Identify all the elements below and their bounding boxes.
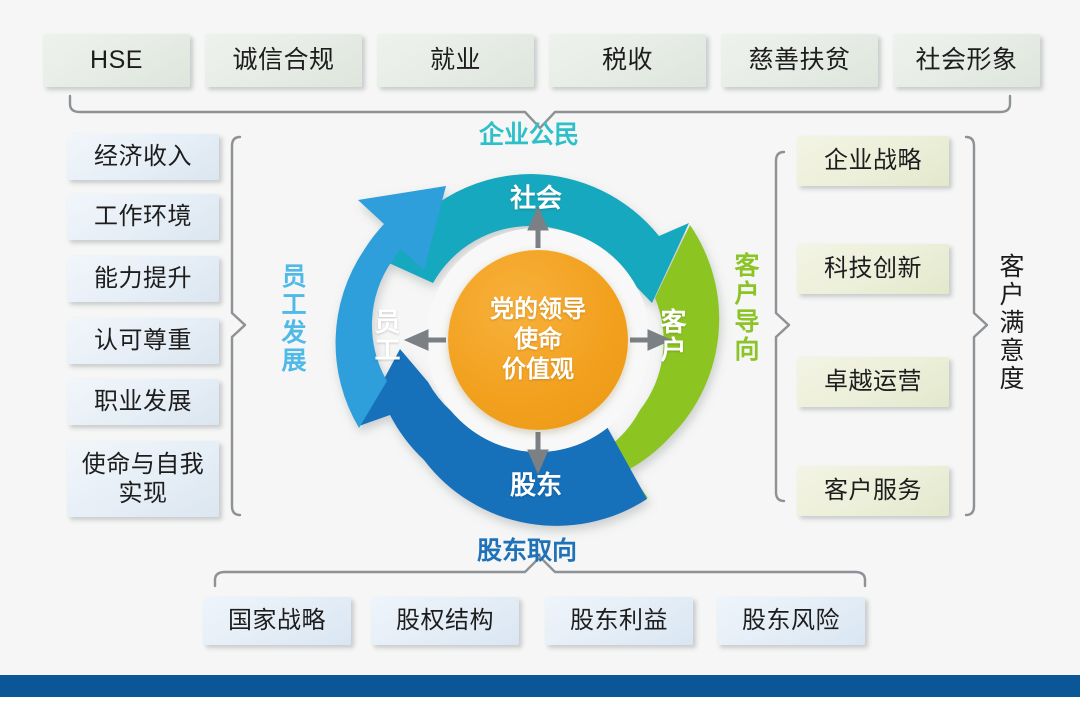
wheel-core-text: 党的领导 使命 价值观: [490, 296, 586, 383]
wheel-label-shareholder: 股东: [510, 470, 563, 500]
footer-blue-bar: [0, 675, 1080, 697]
wheel-segment-society[interactable]: [385, 174, 690, 303]
bottom-chip-shareholder-interest[interactable]: 股东利益: [545, 597, 693, 645]
left-chip-mission[interactable]: 使命与自我 实现: [67, 441, 219, 517]
left-chip-workplace[interactable]: 工作环境: [67, 194, 219, 240]
bottom-chip-shareholder-risk[interactable]: 股东风险: [717, 597, 865, 645]
top-chip-charity[interactable]: 慈善扶贫: [721, 34, 878, 87]
left-chip-income[interactable]: 经济收入: [67, 134, 219, 180]
group-label-staff-development: 员工发展: [278, 263, 306, 375]
wheel-label-staff: 员工: [371, 308, 401, 364]
footer-white-strip: [0, 697, 1080, 713]
top-chip-tax[interactable]: 税收: [549, 34, 706, 87]
wheel-label-society: 社会: [510, 183, 563, 213]
top-chip-hse[interactable]: HSE: [43, 34, 190, 87]
group-label-corporate-citizen: 企业公民: [479, 121, 580, 149]
right-chip-service[interactable]: 客户服务: [797, 466, 949, 516]
group-label-customer-orientation: 客户导向: [731, 252, 759, 364]
right-chip-strategy[interactable]: 企业战略: [797, 136, 949, 186]
right-chip-tech[interactable]: 科技创新: [797, 244, 949, 294]
group-label-shareholder-orientation: 股东取向: [477, 537, 578, 565]
right-chip-operation[interactable]: 卓越运营: [797, 357, 949, 407]
top-chip-integrity[interactable]: 诚信合规: [205, 34, 362, 87]
group-label-customer-satisfaction: 客户满意度: [996, 253, 1024, 393]
wheel-segment-customer[interactable]: [560, 225, 720, 509]
brace-left: [230, 135, 247, 517]
left-chip-recognition[interactable]: 认可尊重: [67, 318, 219, 364]
top-chip-image[interactable]: 社会形象: [893, 34, 1040, 87]
wheel-core[interactable]: 党的领导 使命 价值观: [448, 250, 628, 430]
wheel-segment-staff[interactable]: [335, 186, 446, 428]
brace-right-inner: [774, 150, 791, 503]
bottom-chip-national-strategy[interactable]: 国家战略: [203, 597, 351, 645]
top-chip-employment[interactable]: 就业: [377, 34, 534, 87]
left-chip-capability[interactable]: 能力提升: [67, 256, 219, 302]
bottom-chip-equity-structure[interactable]: 股权结构: [371, 597, 519, 645]
wheel-arrows: [403, 205, 673, 475]
wheel-segment-shareholder[interactable]: [359, 349, 647, 526]
cycle-wheel: 社会 客户 股东 员工 党的领导 使命 价值观: [318, 120, 758, 560]
wheel-label-customer: 客户: [657, 308, 687, 364]
left-chip-career[interactable]: 职业发展: [67, 379, 219, 425]
brace-right-outer: [964, 135, 989, 517]
